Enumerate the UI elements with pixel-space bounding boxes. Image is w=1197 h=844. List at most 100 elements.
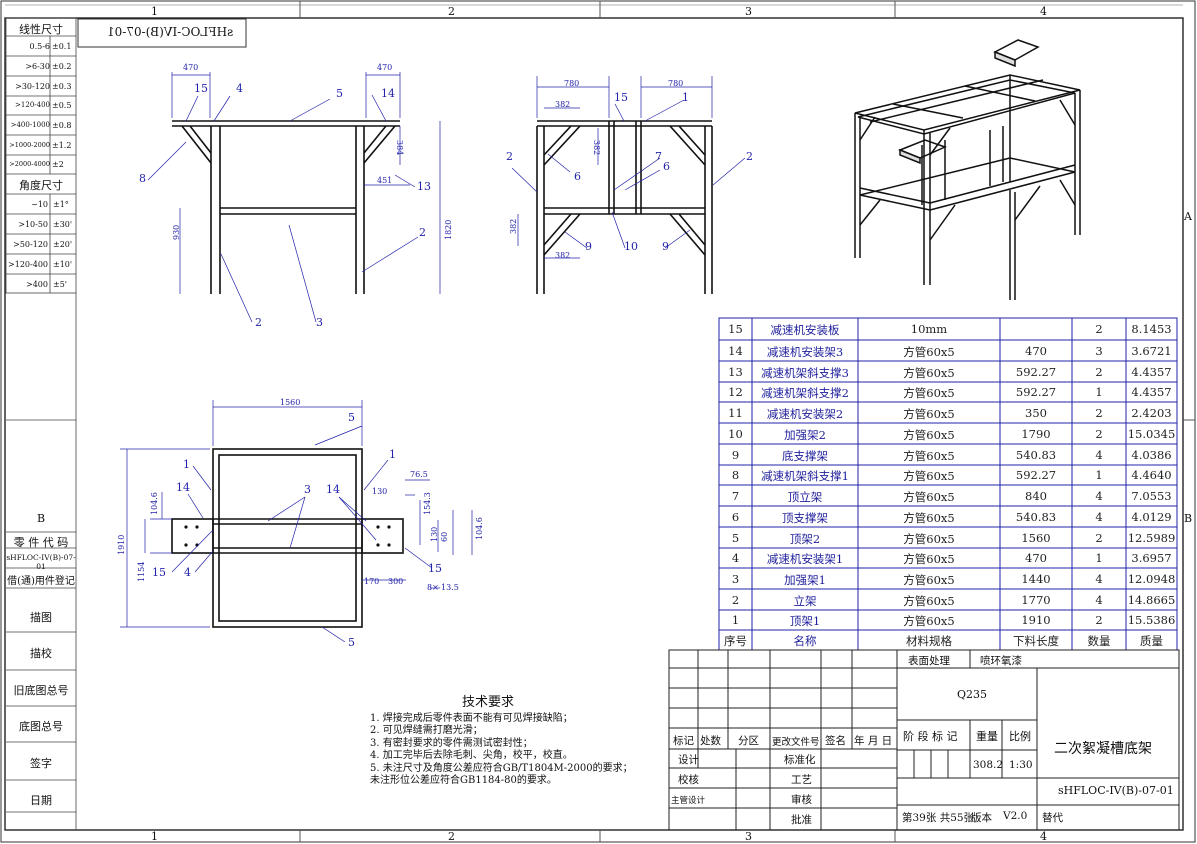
scale-label: 比例 [1009, 730, 1031, 743]
linear-tol: ±0.3 [52, 82, 72, 91]
balloon-label: 4 [184, 566, 191, 579]
signature-label: 签字 [30, 757, 52, 770]
bom-no: 11 [728, 405, 743, 420]
bom-length: 1770 [1021, 592, 1051, 607]
bom-qty: 4 [1095, 571, 1103, 586]
balloon-label: 6 [663, 160, 670, 173]
bom-qty: 4 [1095, 509, 1103, 524]
hole-note: 8× [427, 583, 439, 592]
bom-spec: 方管60x5 [903, 427, 955, 442]
zone-right-a: A [1184, 210, 1192, 223]
balloon-label: 10 [624, 240, 638, 253]
bom-length: 592.27 [1015, 364, 1057, 379]
bom-length: 1560 [1021, 530, 1051, 545]
rev-header: 更改文件号 [772, 737, 820, 748]
linear-range: >120-400 [15, 101, 50, 109]
bom-qty: 4 [1095, 592, 1103, 607]
bom-mass: 4.0129 [1131, 509, 1172, 524]
bom-name: 加强架2 [784, 427, 826, 442]
dim-label: 780 [564, 79, 580, 88]
trace-label: 描图 [30, 611, 52, 624]
angle-tol: ±30' [53, 220, 73, 229]
balloon-label: 9 [662, 240, 669, 253]
zone-right-b: B [1184, 512, 1193, 525]
version-value: V2.0 [1003, 810, 1028, 822]
bom-mass: 15.5386 [1127, 613, 1176, 627]
bom-qty: 2 [1095, 426, 1103, 441]
balloon-label: 14 [176, 481, 190, 494]
bom-qty: 2 [1095, 322, 1103, 336]
bom-spec: 方管60x5 [903, 344, 955, 359]
bom-length: 540.83 [1015, 447, 1057, 462]
trace-check-label: 描校 [30, 647, 52, 660]
bom-length: 840 [1025, 488, 1047, 503]
bom-no: 2 [731, 592, 740, 607]
bom-spec: 方管60x5 [903, 489, 955, 504]
bom-length: 592.27 [1015, 468, 1057, 482]
bom-no: 15 [728, 322, 743, 336]
bom-name: 减速机架斜支撑2 [761, 386, 849, 400]
bom-name: 加强架1 [784, 572, 826, 587]
dim-label: 104.6 [150, 492, 159, 515]
bom-spec: 方管60x5 [903, 365, 955, 380]
zone-bottom-2: 2 [448, 830, 455, 843]
surface-treatment-value: 喷环氧漆 [980, 655, 1022, 667]
linear-tol: ±0.1 [52, 42, 72, 51]
bom-mass: 8.1453 [1131, 322, 1172, 336]
balloon-label: 6 [574, 170, 581, 183]
angle-tol: ±10' [53, 260, 73, 269]
sheet-count: 第39张 共55张 [902, 812, 975, 824]
bom-no: 序号 [724, 634, 747, 648]
requirement-item: 4. 加工完毕后去除毛刺、尖角，校平，校直。 [370, 750, 573, 762]
bom-mass: 12.5989 [1127, 530, 1176, 545]
role-label: 校核 [678, 774, 699, 786]
scale-value: 1:30 [1009, 759, 1033, 771]
linear-tol: ±0.2 [52, 62, 72, 71]
balloon-label: 5 [336, 87, 343, 100]
bom-no: 8 [731, 468, 740, 482]
bom-no: 12 [728, 385, 743, 399]
balloon-label: 9 [585, 240, 592, 253]
dim-label: 130 [430, 526, 439, 542]
bom-spec: 方管60x5 [903, 510, 955, 525]
balloon-label: 15 [152, 566, 166, 579]
angle-range: >50-120 [13, 240, 48, 249]
bom-length: 1910 [1021, 613, 1051, 627]
bom-length: 540.83 [1015, 509, 1057, 524]
dim-label: 76.5 [410, 470, 428, 479]
bom-mass: 4.4357 [1131, 364, 1172, 379]
rev-header: 标记 [673, 735, 694, 747]
linear-range: >400-1000 [10, 121, 50, 129]
bom-no: 10 [728, 426, 743, 441]
bom-no: 4 [731, 551, 740, 565]
part-code-label: 零 件 代 码 [13, 536, 69, 549]
bom-mass: 2.4203 [1131, 405, 1172, 420]
bom-qty: 2 [1095, 364, 1103, 379]
dim-label: 451 [377, 176, 393, 185]
old-master-no-label: 旧底图总号 [13, 684, 69, 697]
bom-no: 5 [731, 530, 740, 545]
bom-qty: 4 [1095, 447, 1103, 462]
bom-qty: 4 [1095, 488, 1103, 503]
requirements-title: 技术要求 [462, 695, 515, 710]
bom-name: 顶支撑架 [782, 510, 828, 525]
bom-length: 1440 [1021, 571, 1051, 586]
balloon-label: 7 [655, 150, 662, 163]
bom-no: 7 [731, 488, 740, 503]
linear-tol: ±2 [52, 160, 64, 169]
bom-qty: 3 [1095, 343, 1103, 358]
bom-name: 减速机安装架3 [766, 344, 844, 359]
requirement-item: 1. 焊接完成后零件表面不能有可见焊接缺陷； [370, 713, 573, 724]
bom-name: 减速机安装板 [770, 323, 840, 337]
dim-label: 780 [668, 79, 684, 88]
dim-label: 382 [555, 251, 571, 260]
rev-header: 处数 [700, 735, 721, 747]
bom-qty: 数量 [1087, 634, 1111, 648]
rev-header: 年 月 日 [854, 735, 893, 747]
balloon-label: 14 [381, 87, 395, 100]
bom-no: 13 [728, 364, 743, 379]
part-code-value: sHFLOC-IV(B)-07-01 [6, 553, 76, 571]
role-label: 设计 [678, 754, 699, 766]
linear-tolerance-title: 线性尺寸 [19, 23, 63, 36]
bom-spec: 方管60x5 [903, 572, 955, 587]
